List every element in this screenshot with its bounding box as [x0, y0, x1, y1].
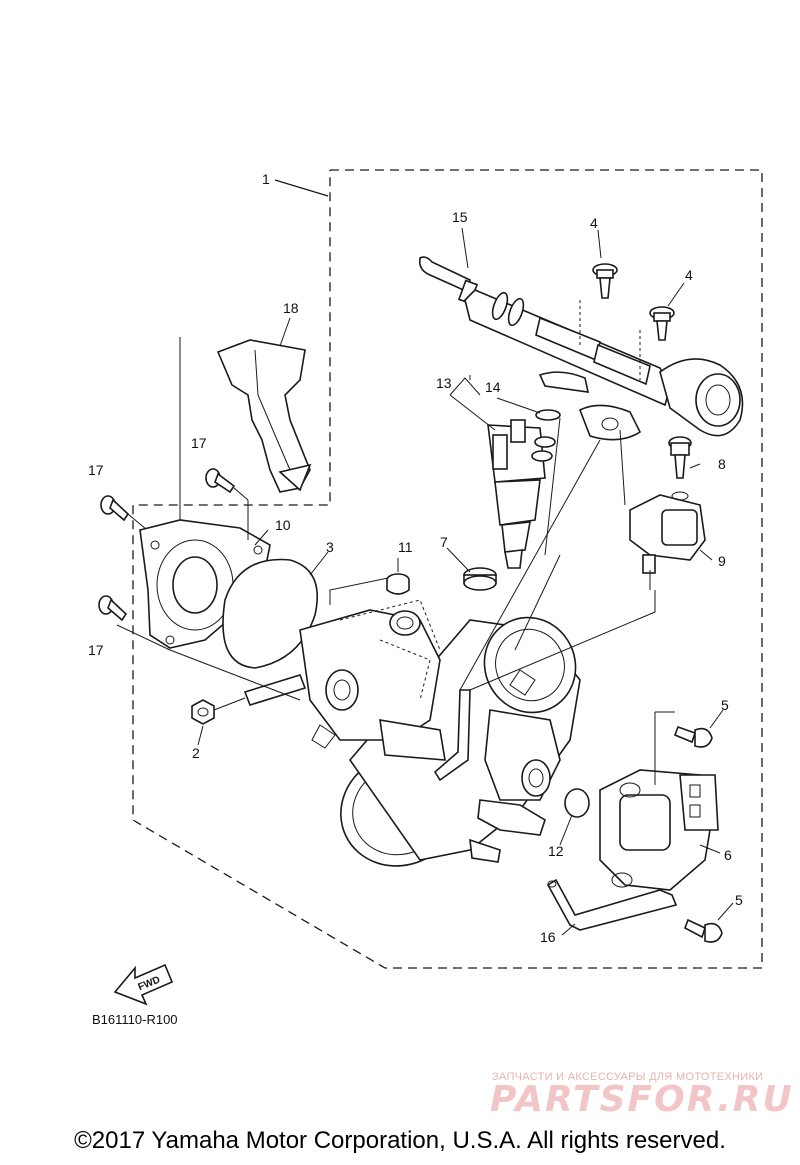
- callout-4a: 4: [590, 215, 598, 231]
- callout-17b: 17: [191, 435, 207, 451]
- hose-16: [546, 878, 678, 931]
- assembly-outline: [132, 169, 763, 969]
- callout-6: 6: [724, 847, 732, 863]
- fuel-injector: [487, 419, 556, 569]
- callout-7: 7: [440, 534, 448, 550]
- gasket-3: [222, 558, 319, 669]
- screw-17a: [100, 495, 166, 546]
- fwd-arrow-icon: FWD: [113, 963, 174, 1006]
- callout-18: 18: [283, 300, 299, 316]
- callout-10: 10: [275, 517, 291, 533]
- cap-11: [386, 573, 410, 595]
- screw-17c: [98, 595, 128, 622]
- injector-seal-7: [463, 567, 497, 591]
- screw-5a: [654, 712, 713, 785]
- leader-lines: [116, 227, 734, 936]
- map-sensor: [629, 494, 706, 590]
- callout-5a: 5: [721, 697, 729, 713]
- callout-12: 12: [548, 843, 564, 859]
- callout-15: 15: [452, 209, 468, 225]
- callout-16: 16: [540, 929, 556, 945]
- diagram-code: B161110-R100: [92, 1012, 178, 1027]
- throttle-body: [299, 599, 581, 867]
- callout-9: 9: [718, 553, 726, 569]
- screw-4a: [592, 263, 618, 299]
- watermark-tagline: ЗАПЧАСТИ И АКСЕССУАРЫ ДЛЯ МОТОТЕХНИКИ: [492, 1071, 764, 1083]
- callout-13: 13: [436, 375, 452, 391]
- bolt-8: [668, 436, 692, 501]
- screw-4b: [649, 306, 675, 341]
- callout-8: 8: [718, 456, 726, 472]
- copyright-notice: ©2017 Yamaha Motor Corporation, U.S.A. A…: [74, 1127, 726, 1154]
- callout-4b: 4: [685, 267, 693, 283]
- o-ring-12: [564, 788, 590, 818]
- callout-3: 3: [326, 539, 334, 555]
- callout-11: 11: [398, 539, 413, 555]
- callout-17a: 17: [88, 462, 104, 478]
- callout-labels: 1 2 3 4 4 5 5 6 7 8 9 10 11 12 13 14 15 …: [88, 171, 743, 945]
- callout-17c: 17: [88, 642, 104, 658]
- callout-1: 1: [262, 171, 270, 187]
- bracket-18: [216, 339, 312, 493]
- nut-2: [191, 674, 307, 725]
- fuel-delivery-pipe: [418, 256, 744, 441]
- o-ring-14: [535, 409, 561, 421]
- callout-2: 2: [192, 745, 200, 761]
- throttle-position-sensor: [599, 769, 719, 891]
- watermark-logo: PARTSFOR.RU: [490, 1079, 794, 1120]
- screw-5b: [684, 918, 723, 943]
- callout-5b: 5: [735, 892, 743, 908]
- callout-14: 14: [485, 379, 501, 395]
